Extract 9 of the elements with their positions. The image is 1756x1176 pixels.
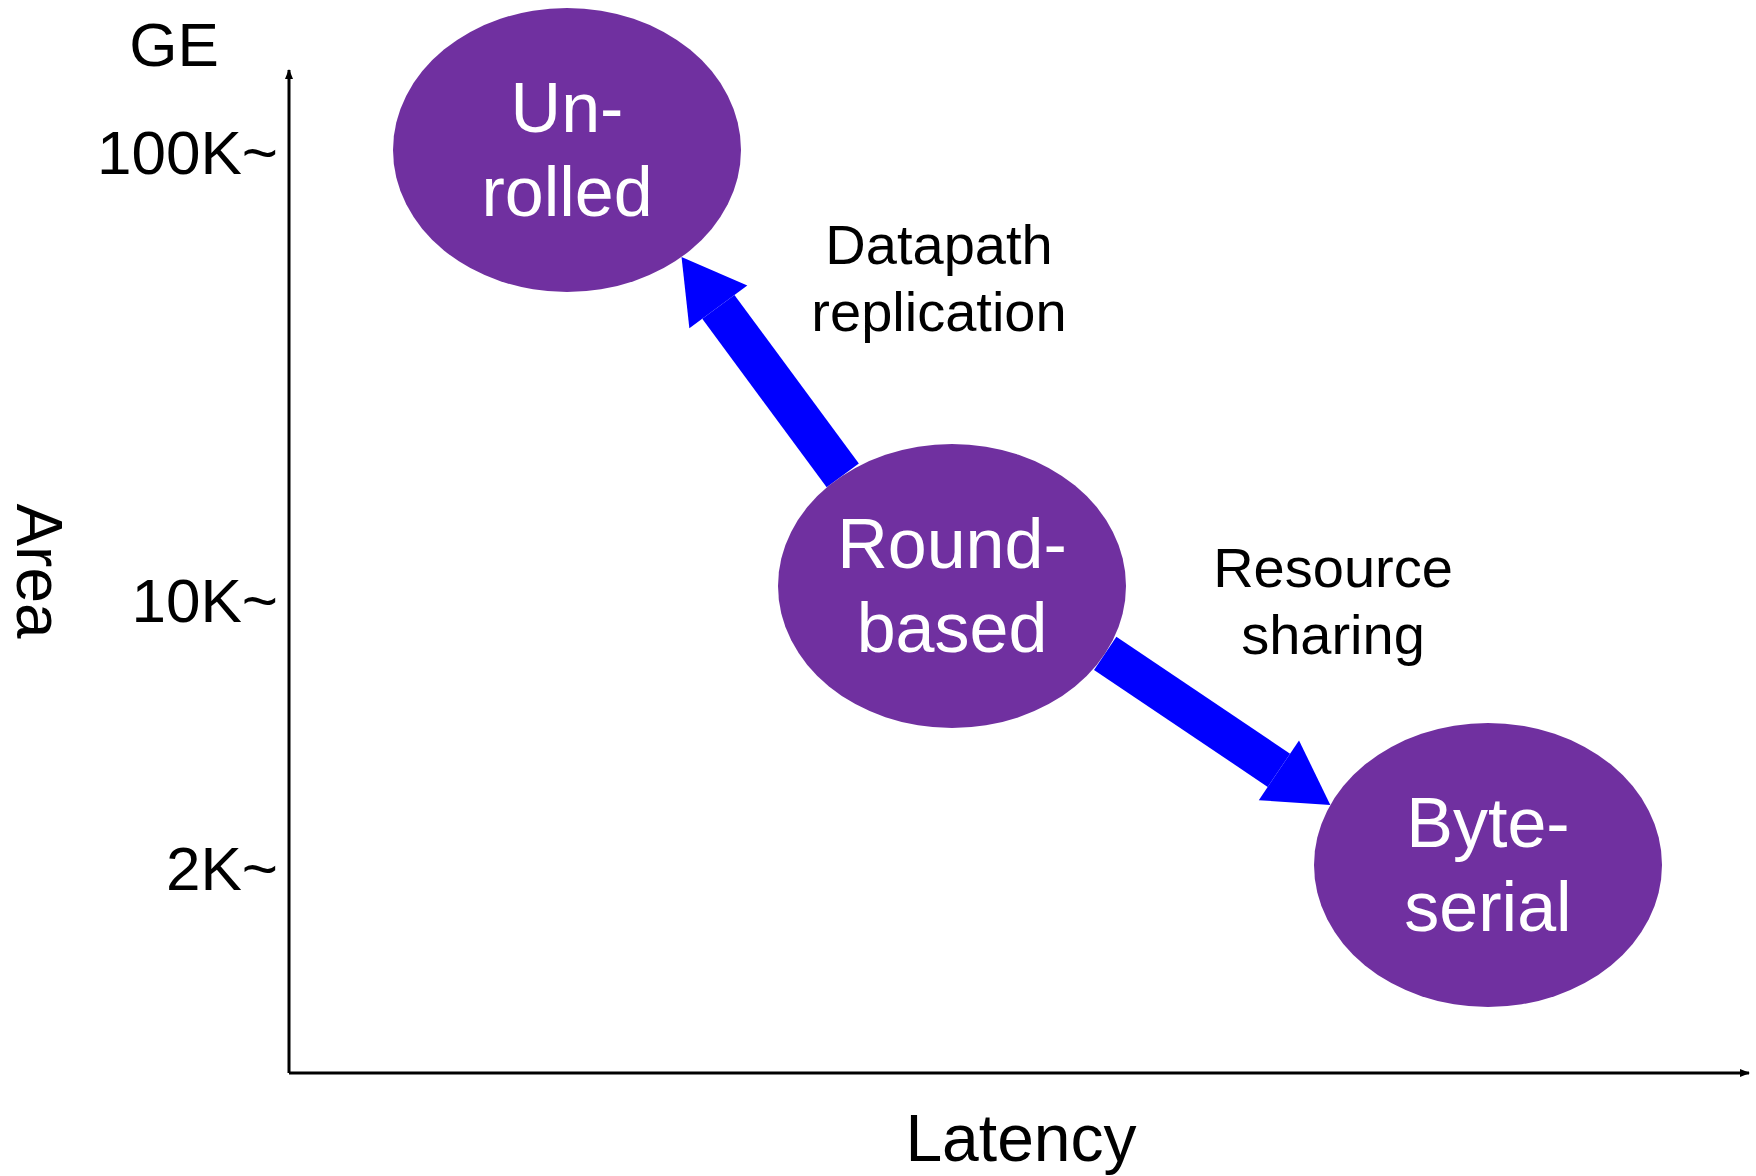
- axis-label: GE: [129, 14, 219, 76]
- axis-label: 2K~: [165, 838, 278, 900]
- axis-label: 100K~: [97, 122, 278, 184]
- axis-label: 10K~: [131, 570, 278, 632]
- node-label: Round- based: [836, 504, 1068, 669]
- node-label: Byte- serial: [1403, 783, 1573, 948]
- node-label: Un- rolled: [480, 68, 654, 233]
- arrow: [681, 256, 859, 488]
- axis-label: Area: [7, 503, 71, 639]
